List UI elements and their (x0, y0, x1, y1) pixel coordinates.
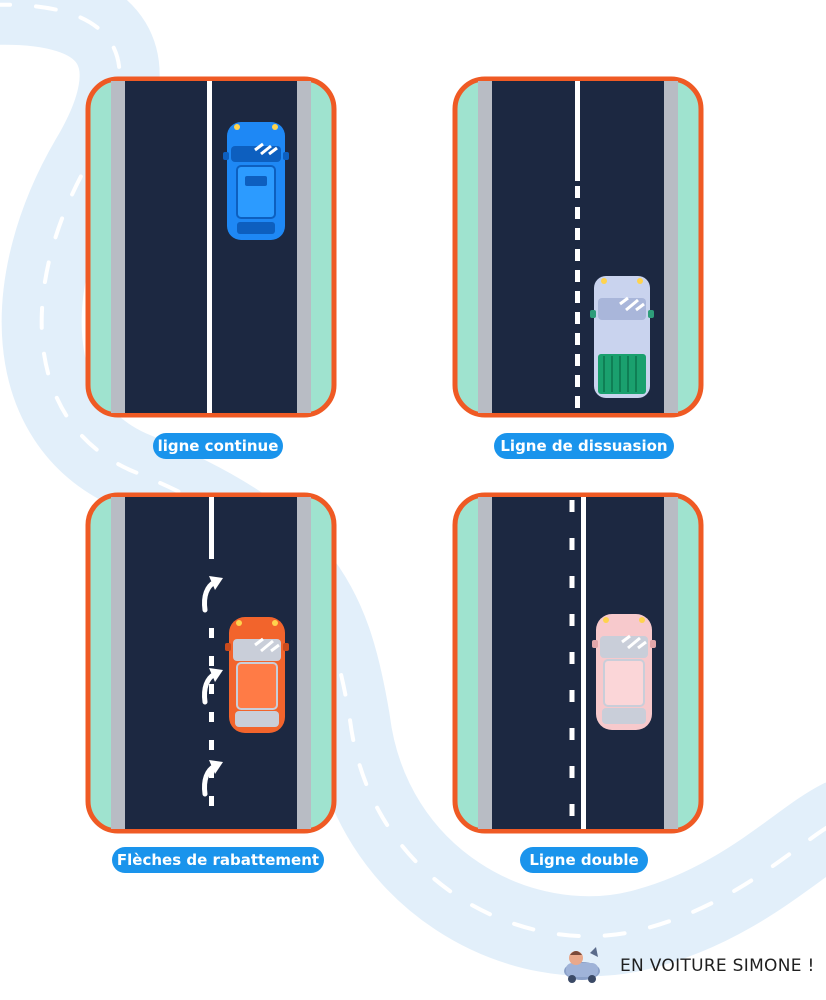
car-logo-icon (564, 947, 600, 983)
silver-pickup (590, 276, 654, 398)
label-return-arrows: Flèches de rabattement (112, 847, 324, 873)
orange-car (225, 617, 289, 733)
label-deterrence-line: Ligne de dissuasion (494, 433, 674, 459)
label-double-line: Ligne double (520, 847, 648, 873)
mixed-line-continuous (581, 497, 586, 829)
continuous-line (207, 81, 212, 413)
pink-car (592, 614, 656, 730)
road-panel-return-arrows (85, 492, 337, 834)
road-panel-deterrence-line (452, 76, 704, 418)
brand-logo: EN VOITURE SIMONE ! (560, 944, 815, 988)
brand-name: EN VOITURE SIMONE ! (620, 956, 815, 976)
road-panel-double-line (452, 492, 704, 834)
road-panel-continuous-line (85, 76, 337, 418)
label-continuous-line: ligne continue (153, 433, 283, 459)
blue-car (223, 122, 289, 240)
